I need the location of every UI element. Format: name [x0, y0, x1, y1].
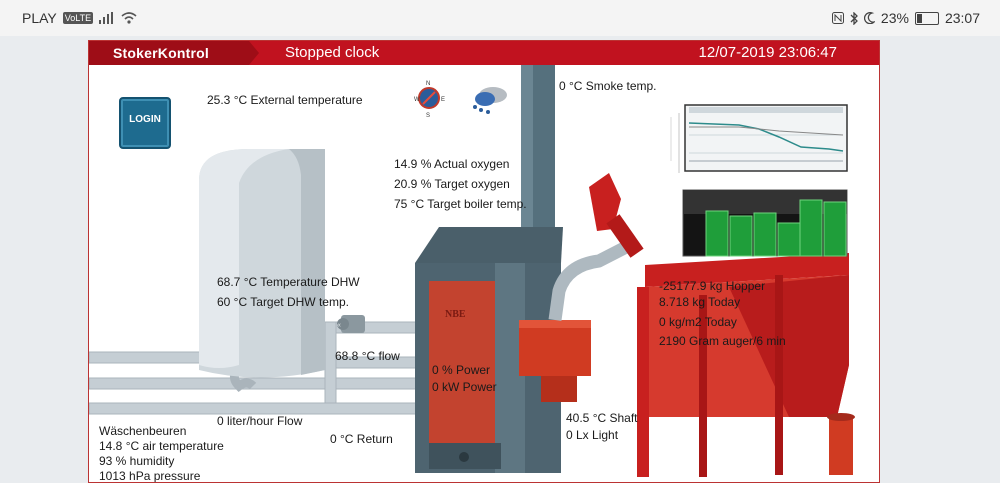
weather-cloud-rain-icon	[473, 87, 507, 114]
battery-percent: 23%	[880, 10, 909, 26]
burner	[519, 320, 591, 402]
operating-state: Stopped clock	[285, 44, 380, 61]
pellet-hopper	[637, 253, 855, 477]
brand-name: StokerKontrol	[113, 45, 209, 61]
power-kw-label: 0 kW Power	[432, 380, 497, 394]
feed-tube	[548, 237, 637, 321]
svg-text:«: «	[337, 322, 341, 329]
header-datetime: 12/07-2019 23:06:47	[698, 44, 837, 61]
today-consumption-label: 8.718 kg Today	[659, 295, 741, 309]
signal-icon	[99, 12, 114, 24]
auger-motor	[589, 173, 644, 258]
lower-pipe	[89, 402, 420, 415]
shaft-temperature-label: 40.5 °C Shaft	[566, 411, 638, 425]
flow-pipe-down	[324, 321, 337, 415]
svg-text:W: W	[414, 97, 420, 103]
pressure-label: 1013 hPa pressure	[99, 469, 201, 483]
smoke-temperature-label: 0 °C Smoke temp.	[559, 79, 657, 93]
flow-temperature-label: 68.8 °C flow	[335, 349, 400, 363]
power-percent-label: 0 % Power	[432, 363, 491, 377]
clock: 23:07	[944, 10, 980, 26]
login-label: LOGIN	[129, 114, 161, 125]
stoker-app-window: StokerKontrol Stopped clock 12/07-2019 2…	[88, 40, 880, 483]
boiler: NBE	[415, 227, 563, 473]
target-oxygen-label: 20.9 % Target oxygen	[394, 177, 510, 191]
pump-icon: «	[337, 315, 365, 333]
weather-city-label: Wäschenbeuren	[99, 424, 187, 438]
external-temperature-label: 25.3 °C External temperature	[207, 93, 363, 107]
auger-rate-label: 2190 Gram auger/6 min	[659, 334, 786, 348]
svg-text:N: N	[426, 81, 430, 87]
svg-text:E: E	[441, 97, 445, 103]
login-button[interactable]: LOGIN	[119, 97, 171, 149]
nfc-icon	[831, 12, 844, 24]
flow-rate-label: 0 liter/hour Flow	[217, 414, 303, 428]
consumption-bar-chart	[682, 189, 848, 257]
target-dhw-temp-label: 60 °C Target DHW temp.	[217, 295, 349, 309]
air-temperature-label: 14.8 °C air temperature	[99, 439, 224, 453]
target-boiler-temp-label: 75 °C Target boiler temp.	[394, 197, 527, 211]
dhw-tank	[199, 149, 325, 378]
actual-oxygen-label: 14.9 % Actual oxygen	[394, 157, 510, 171]
plant-diagram: « NBE	[89, 65, 855, 477]
dhw-temperature-label: 68.7 °C Temperature DHW	[217, 275, 360, 289]
svg-text:S: S	[426, 113, 430, 119]
return-temperature-label: 0 °C Return	[330, 432, 393, 446]
battery-icon	[914, 11, 939, 25]
carrier-name: PLAY	[22, 10, 57, 26]
bluetooth-icon	[850, 11, 858, 25]
light-level-label: 0 Lx Light	[566, 428, 619, 442]
smoke-trend-chart	[670, 104, 848, 173]
app-header: StokerKontrol Stopped clock 12/07-2019 2…	[89, 41, 879, 65]
humidity-label: 93 % humidity	[99, 454, 175, 468]
kg-m2-today-label: 0 kg/m2 Today	[659, 315, 737, 329]
status-bar: PLAY VoLTE 23% 23:07	[0, 0, 1000, 36]
wifi-icon	[121, 12, 137, 24]
brand-tab[interactable]: StokerKontrol	[89, 41, 259, 65]
moon-icon	[863, 12, 875, 24]
hopper-weight-label: -25177.9 kg Hopper	[659, 279, 766, 293]
compass-icon: N S W E	[414, 81, 445, 119]
volte-badge: VoLTE	[62, 12, 94, 24]
chimney-highlight	[521, 65, 533, 230]
boiler-brand-logo: NBE	[445, 309, 466, 320]
